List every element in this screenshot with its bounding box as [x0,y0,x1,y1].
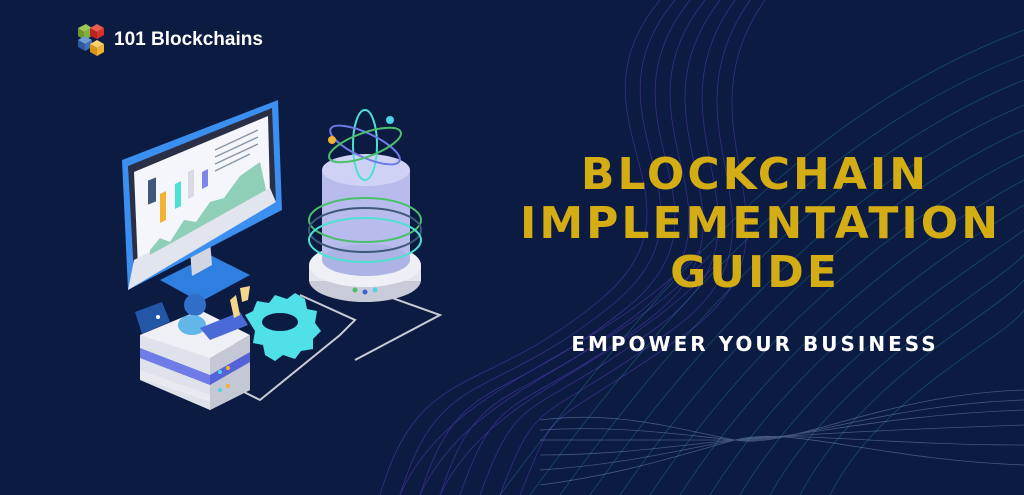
page-title: BLOCKCHAIN IMPLEMENTATION GUIDE [520,149,1002,298]
monitor-chart-icon [122,100,282,302]
gear-icon [245,293,321,361]
cubes-logo-icon [78,24,104,56]
database-atom-icon [308,109,422,302]
brand-name: 101 Blockchains [114,29,263,50]
title-line-2: IMPLEMENTATION [520,198,1002,249]
title-line-1: BLOCKCHAIN [580,149,930,200]
illustration [122,100,443,410]
title-line-3: GUIDE [670,247,840,298]
subtitle: EMPOWER YOUR BUSINESS [571,332,939,356]
brand-logo[interactable]: 101 Blockchains [74,24,263,56]
person-laptop-icon [135,286,250,340]
